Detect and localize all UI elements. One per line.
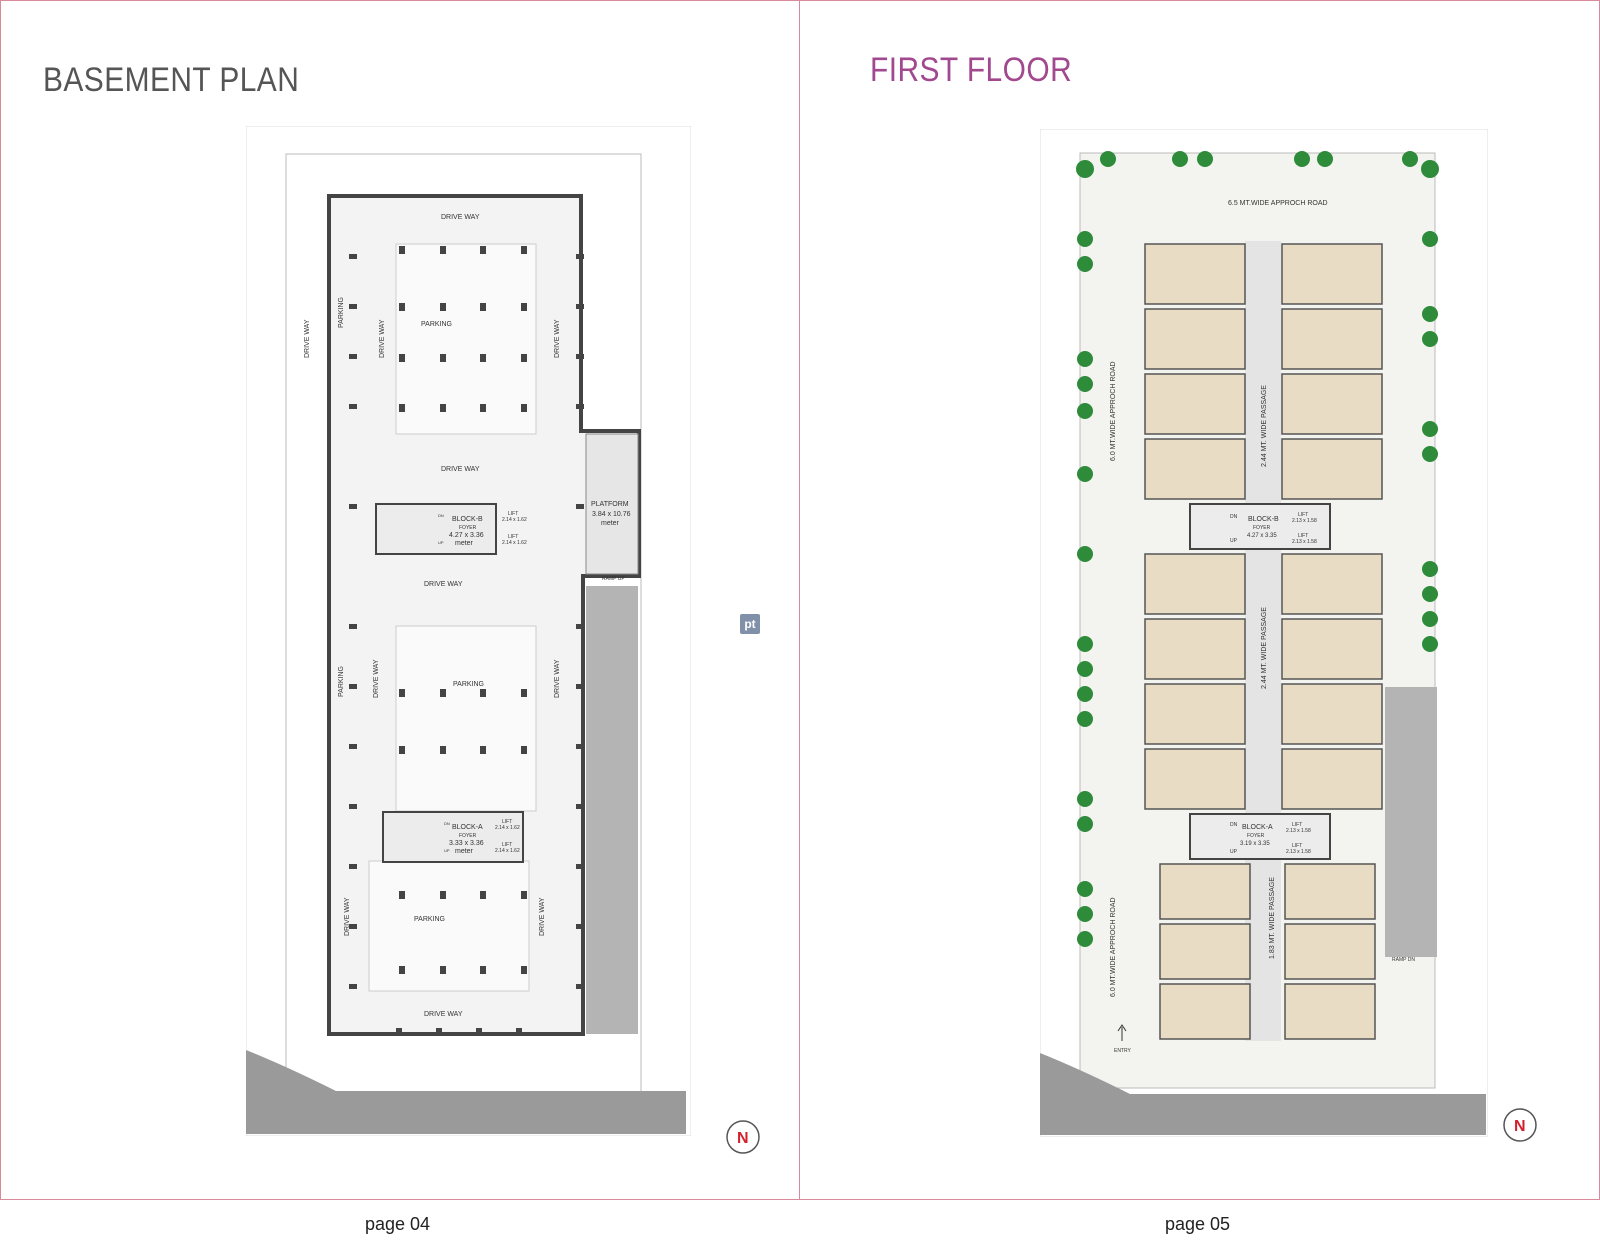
ramp-shape xyxy=(586,586,638,1034)
foyer-label: FOYER xyxy=(1247,833,1265,839)
road-shape xyxy=(246,1050,686,1134)
drive-way-label: DRIVE WAY xyxy=(424,581,463,588)
drive-way-label: DRIVE WAY xyxy=(304,319,311,358)
page-first-floor: FIRST FLOOR xyxy=(799,0,1600,1200)
foyer-size-label: 3.19 x 3.35 xyxy=(1240,841,1270,847)
drive-way-label: DRIVE WAY xyxy=(441,466,480,473)
lift-size-label: 2.14 x 1.62 xyxy=(502,517,527,523)
passage-label: 2.44 MT. WIDE PASSAGE xyxy=(1261,385,1268,467)
platform-size-label: 3.84 x 10.76 xyxy=(592,511,631,518)
lift-label: LIFT xyxy=(1292,822,1302,828)
parking-label: PARKING xyxy=(338,297,345,328)
ramp-up-label: RAMP UP xyxy=(602,576,625,582)
drive-way-label: DRIVE WAY xyxy=(554,319,561,358)
lift-size-label: 2.13 x 1.58 xyxy=(1292,518,1317,524)
dn-label: DN xyxy=(438,513,444,518)
page-title: BASEMENT PLAN xyxy=(43,61,300,99)
approach-road-label: 6.0 MT.WIDE APPROCH ROAD xyxy=(1110,361,1117,461)
block-a-label: BLOCK-A xyxy=(452,824,483,831)
ramp-dn-label: RAMP DN xyxy=(1392,957,1415,963)
lift-label: LIFT xyxy=(1298,533,1308,539)
drive-way-label: DRIVE WAY xyxy=(344,897,351,936)
approach-road-label: 6.0 MT.WIDE APPROCH ROAD xyxy=(1110,897,1117,997)
ramp-shape xyxy=(1385,687,1437,957)
lift-size-label: 2.13 x 1.58 xyxy=(1286,828,1311,834)
basement-floor-plan: DRIVE WAY DRIVE WAY DRIVE WAY DRIVE WAY … xyxy=(246,126,691,1136)
lift-size-label: 2.13 x 1.58 xyxy=(1292,539,1317,545)
lift-label: LIFT xyxy=(508,511,518,517)
watermark-logo: pt xyxy=(740,614,760,634)
block-b-label: BLOCK-B xyxy=(1248,516,1279,523)
lift-label: LIFT xyxy=(1298,512,1308,518)
svg-text:N: N xyxy=(737,1130,749,1147)
lift-label: LIFT xyxy=(1292,843,1302,849)
lift-size-label: 2.14 x 1.62 xyxy=(502,540,527,546)
parking-label: PARKING xyxy=(414,916,445,923)
north-compass-icon: N xyxy=(1502,1107,1538,1143)
foyer-label: FOYER xyxy=(459,525,477,531)
up-label: UP xyxy=(444,848,450,853)
passage-label: 2.44 MT. WIDE PASSAGE xyxy=(1261,607,1268,689)
lift-label: LIFT xyxy=(502,842,512,848)
meter-label: meter xyxy=(455,848,474,855)
block-a-label: BLOCK-A xyxy=(1242,824,1273,831)
lift-size-label: 2.13 x 1.58 xyxy=(1286,849,1311,855)
road-shape xyxy=(1040,1053,1486,1135)
passage-shape xyxy=(1245,241,1281,1041)
block-b-label: BLOCK-B xyxy=(452,516,483,523)
drive-way-label: DRIVE WAY xyxy=(554,659,561,698)
north-compass-icon: N xyxy=(725,1119,761,1155)
page-number: page 05 xyxy=(1165,1214,1231,1234)
meter-label: meter xyxy=(601,520,620,527)
parking-label: PARKING xyxy=(338,666,345,697)
platform-label: PLATFORM xyxy=(591,501,629,508)
drive-way-label: DRIVE WAY xyxy=(373,659,380,698)
passage-label: 1.83 MT. WIDE PASSAGE xyxy=(1269,877,1276,959)
lift-label: LIFT xyxy=(502,819,512,825)
first-floor-plan: 6.5 MT.WIDE APPROCH ROAD 6.0 MT.WIDE APP… xyxy=(1040,129,1488,1137)
drive-way-label: DRIVE WAY xyxy=(441,214,480,221)
entry-arrow-icon xyxy=(1117,1024,1127,1041)
drive-way-label: DRIVE WAY xyxy=(379,319,386,358)
units-group xyxy=(1144,243,1383,1040)
lift-size-label: 2.14 x 1.62 xyxy=(495,825,520,831)
foyer-size-label: 4.27 x 3.36 xyxy=(449,532,484,539)
page-basement: BASEMENT PLAN xyxy=(0,0,800,1200)
platform-shape xyxy=(585,433,639,575)
dn-label: DN xyxy=(1230,822,1238,828)
lift-label: LIFT xyxy=(508,534,518,540)
entry-label: ENTRY xyxy=(1114,1048,1132,1054)
page-number: page 04 xyxy=(365,1214,431,1234)
parking-label: PARKING xyxy=(453,681,484,688)
tree-icons xyxy=(1076,151,1439,947)
foyer-size-label: 3.33 x 3.36 xyxy=(449,840,484,847)
foyer-size-label: 4.27 x 3.35 xyxy=(1247,533,1277,539)
dn-label: DN xyxy=(1230,514,1238,520)
foyer-label: FOYER xyxy=(459,833,477,839)
meter-label: meter xyxy=(455,540,474,547)
parking-label: PARKING xyxy=(421,321,452,328)
up-label: UP xyxy=(438,540,444,545)
approach-road-label: 6.5 MT.WIDE APPROCH ROAD xyxy=(1228,200,1328,207)
dn-label: DN xyxy=(444,821,450,826)
lift-size-label: 2.14 x 1.62 xyxy=(495,848,520,854)
page-title: FIRST FLOOR xyxy=(870,51,1073,89)
svg-text:N: N xyxy=(1514,1118,1526,1135)
drive-way-label: DRIVE WAY xyxy=(539,897,546,936)
up-label: UP xyxy=(1230,849,1238,855)
drive-way-label: DRIVE WAY xyxy=(424,1011,463,1018)
up-label: UP xyxy=(1230,538,1238,544)
foyer-label: FOYER xyxy=(1253,525,1271,531)
